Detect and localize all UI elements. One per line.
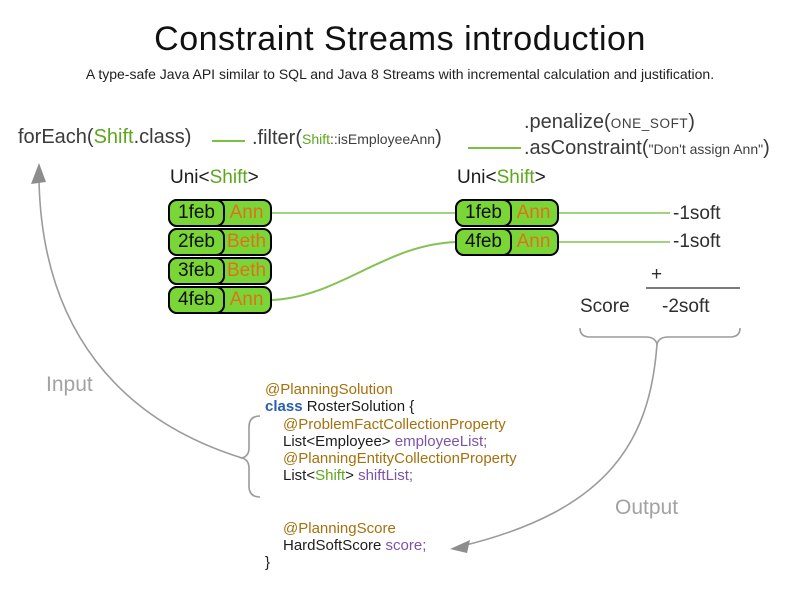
name-cell: Ann (229, 289, 264, 310)
page-title: Constraint Streams introduction (154, 20, 646, 58)
foreach-expression: forEach(Shift.class) (18, 126, 191, 149)
score-brace (579, 327, 741, 347)
uni-shift-label-left: Uni<Shift> (170, 167, 259, 189)
field-name: employeeList; (394, 432, 488, 450)
field-type: List<Employee> (283, 432, 395, 450)
penalize-expression: .penalize(ONE_SOFT) (524, 111, 695, 134)
connector-4feb-left-right (271, 241, 458, 301)
date-cell: 4feb (168, 286, 225, 314)
date-cell: 2feb (168, 228, 225, 256)
asconstraint-pre: .asConstraint( (524, 137, 649, 159)
code-line-annotation-planningentity: @PlanningEntityCollectionProperty (283, 450, 517, 468)
shift-row-left-3feb: 3feb Beth (168, 257, 272, 285)
date-cell: 1feb (455, 199, 512, 227)
code-line-annotation-planningscore: @PlanningScore (283, 519, 396, 537)
code-line-shiftlist: List<Shift> shiftList; (265, 467, 545, 484)
name-cell: Ann (516, 202, 551, 223)
uni-right-class: Shift (496, 167, 535, 188)
uni-left-pre: Uni< (170, 167, 210, 188)
score-label: Score (580, 296, 630, 317)
plus-sign: + (651, 264, 663, 285)
filter-arg-rest: ::isEmployeeAnn (330, 131, 436, 147)
code-input-brace (239, 415, 261, 498)
subtitle: A type-safe Java API similar to SQL and … (85, 66, 715, 82)
date-cell: 3feb (168, 257, 225, 285)
shift-row-left-1feb: 1feb Ann (168, 199, 272, 227)
asconstraint-expression: .asConstraint("Don't assign Ann") (524, 137, 770, 160)
shift-row-left-2feb: 2feb Beth (168, 228, 272, 256)
date-cell: 4feb (455, 228, 512, 256)
penalize-post: ) (688, 111, 695, 133)
name-cell: Beth (226, 231, 267, 252)
asconstraint-post: ) (763, 137, 770, 159)
uni-left-post: > (247, 167, 259, 188)
input-label: Input (46, 373, 93, 396)
field-type: > (345, 467, 359, 485)
input-arrowhead-icon (31, 163, 46, 184)
filter-post: ) (435, 127, 442, 149)
shift-row-right-1feb: 1feb Ann (455, 199, 559, 227)
output-label: Output (615, 496, 679, 519)
filter-arg-class: Shift (302, 131, 331, 147)
shift-type: Shift (315, 467, 346, 485)
shift-row-left-4feb: 4feb Ann (168, 286, 272, 314)
match-weight-2: -1soft (673, 231, 721, 252)
code-line-score: HardSoftScore score; (265, 537, 545, 554)
penalize-pre: .penalize( (524, 111, 611, 133)
name-cell: Ann (229, 202, 264, 223)
keyword-class: class (265, 398, 303, 416)
sum-line (646, 287, 740, 289)
penalize-arg: ONE_SOFT (610, 116, 689, 131)
foreach-class: Shift (93, 126, 134, 148)
name-cell: Beth (226, 260, 267, 281)
code-block: @PlanningSolution class RosterSolution {… (265, 381, 545, 572)
field-type: List< (283, 467, 316, 485)
uni-left-class: Shift (209, 167, 248, 188)
code-line-annotation-planningsolution: @PlanningSolution (265, 381, 393, 398)
date-cell: 1feb (168, 199, 225, 227)
code-line-class-declaration: class RosterSolution { (265, 398, 545, 415)
asconstraint-arg: "Don't assign Ann" (648, 141, 764, 157)
name-cell: Ann (516, 231, 551, 252)
code-line-employeelist: List<Employee> employeeList; (265, 433, 545, 450)
uni-right-pre: Uni< (457, 167, 497, 188)
foreach-pre: forEach( (18, 126, 94, 148)
filter-pre: .filter( (252, 127, 302, 149)
code-line-annotation-problemfact: @ProblemFactCollectionProperty (283, 415, 506, 433)
foreach-post: .class) (133, 126, 192, 148)
field-name: shiftList; (358, 467, 414, 485)
match-weight-1: -1soft (673, 203, 721, 224)
code-line-closing-brace: } (265, 554, 271, 572)
field-type: HardSoftScore (283, 537, 386, 555)
filter-expression: .filter(Shift::isEmployeeAnn) (252, 127, 442, 150)
code-blank-line (265, 485, 545, 520)
shift-row-right-4feb: 4feb Ann (455, 228, 559, 256)
field-name: score; (385, 537, 427, 555)
uni-right-post: > (534, 167, 546, 188)
total-score: -2soft (662, 296, 710, 317)
class-name: RosterSolution { (302, 398, 415, 416)
uni-shift-label-right: Uni<Shift> (457, 167, 546, 189)
